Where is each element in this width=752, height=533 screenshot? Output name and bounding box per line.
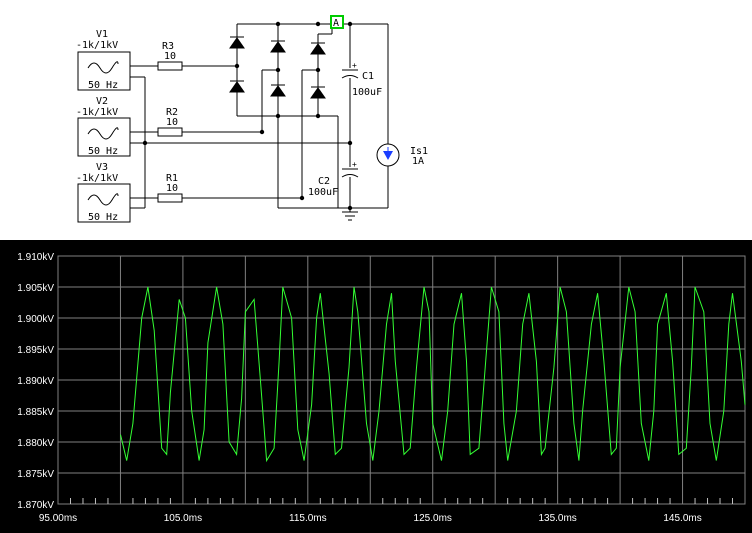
cap-plus: +: [352, 61, 357, 70]
y-tick-label: 1.870kV: [17, 500, 54, 511]
source-name: V3: [96, 162, 108, 173]
current-source-value: 1A: [412, 156, 424, 167]
probe-marker[interactable]: [330, 15, 344, 29]
y-tick-label: 1.910kV: [17, 252, 54, 263]
capacitor-value: 100uF: [308, 187, 338, 198]
y-tick-label: 1.895kV: [17, 345, 54, 356]
sine-wave-icon: [87, 127, 119, 140]
source-amplitude: -1k/1kV: [76, 40, 118, 51]
cap-plus: +: [352, 160, 357, 169]
source-freq: 50 Hz: [88, 80, 118, 91]
resistor-name: R3: [162, 41, 174, 52]
plot-grid: [57, 255, 746, 505]
capacitor-value: 100uF: [352, 87, 382, 98]
source-v3[interactable]: [77, 183, 131, 223]
x-tick-label: 125.0ms: [414, 513, 452, 524]
current-source-is1[interactable]: [376, 143, 400, 167]
resistor-value: 10: [166, 183, 178, 194]
source-freq: 50 Hz: [88, 146, 118, 157]
source-freq: 50 Hz: [88, 212, 118, 223]
source-v1[interactable]: [77, 51, 131, 91]
resistor-r3[interactable]: [157, 61, 183, 71]
diode-icon: [229, 36, 326, 99]
schematic-diagram: + + A V1 -1: [76, 15, 428, 223]
resistor-value: 10: [164, 51, 176, 62]
transient-plot[interactable]: 1.910kV 1.905kV 1.900kV 1.895kV 1.890kV 1.885…: [0, 240, 752, 533]
x-tick-label: 115.0ms: [289, 513, 327, 524]
resistor-name: R1: [166, 173, 178, 184]
sine-wave-icon: [87, 193, 119, 206]
probe-label: A: [333, 18, 339, 29]
capacitor-name: C1: [362, 71, 374, 82]
x-tick-label: 105.0ms: [164, 513, 202, 524]
y-tick-label: 1.905kV: [17, 283, 54, 294]
resistor-value: 10: [166, 117, 178, 128]
x-tick-label: 135.0ms: [538, 513, 576, 524]
resistor-name: R2: [166, 107, 178, 118]
y-tick-label: 1.880kV: [17, 438, 54, 449]
y-tick-label: 1.885kV: [17, 407, 54, 418]
source-v2[interactable]: [77, 117, 131, 157]
current-source-name: Is1: [410, 146, 428, 157]
resistor-r1[interactable]: [157, 193, 183, 203]
source-amplitude: -1k/1kV: [76, 173, 118, 184]
voltage-trace: [120, 286, 746, 463]
sine-wave-icon: [87, 61, 119, 74]
x-tick-label: 95.00ms: [39, 513, 77, 524]
ground-icon: [342, 211, 358, 221]
y-axis: 1.910kV 1.905kV 1.900kV 1.895kV 1.890kV 1.885…: [17, 252, 54, 511]
x-tick-label: 145.0ms: [663, 513, 701, 524]
capacitor-c2[interactable]: [341, 168, 359, 178]
source-name: V2: [96, 96, 108, 107]
y-tick-label: 1.900kV: [17, 314, 54, 325]
capacitor-name: C2: [318, 176, 330, 187]
y-tick-label: 1.890kV: [17, 376, 54, 387]
source-name: V1: [96, 29, 108, 40]
resistor-r2[interactable]: [157, 127, 183, 137]
capacitor-c1[interactable]: [341, 69, 359, 79]
trace-layer: [120, 286, 746, 463]
x-axis: 95.00ms 105.0ms 115.0ms 125.0ms 135.0ms 145.0…: [39, 513, 702, 524]
source-amplitude: -1k/1kV: [76, 107, 118, 118]
y-tick-label: 1.875kV: [17, 469, 54, 480]
